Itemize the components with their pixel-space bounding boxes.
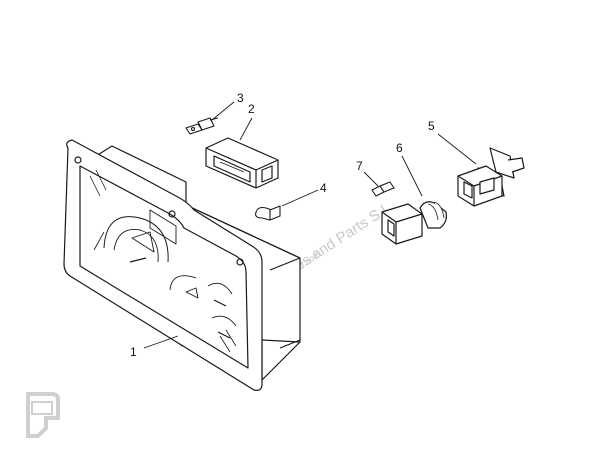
socket-6: [381, 201, 447, 245]
connector-5: [457, 147, 525, 207]
callout-1: 1: [130, 345, 137, 359]
callout-3: 3: [237, 91, 244, 105]
callout-7: 7: [356, 159, 363, 173]
callout-4: 4: [320, 181, 327, 195]
leader-1: [143, 335, 179, 349]
callout-numbers: 1 2 3 4 5 6 7: [130, 91, 435, 359]
bulb-4: [255, 205, 281, 221]
leader-6: [401, 155, 423, 197]
callout-5: 5: [428, 119, 435, 133]
leader-2: [239, 117, 253, 141]
terminal-7: [371, 181, 395, 197]
leader-4: [281, 189, 319, 207]
leader-5: [437, 133, 477, 165]
instrument-cluster: [63, 139, 301, 391]
relay-block: [205, 137, 279, 189]
callout-2: 2: [248, 102, 255, 116]
watermark-logo: [26, 392, 60, 438]
leader-7: [363, 171, 379, 187]
leader-lines: [143, 101, 477, 349]
leader-3: [211, 101, 235, 121]
callout-6: 6: [396, 141, 403, 155]
terminal-3: [185, 117, 219, 135]
